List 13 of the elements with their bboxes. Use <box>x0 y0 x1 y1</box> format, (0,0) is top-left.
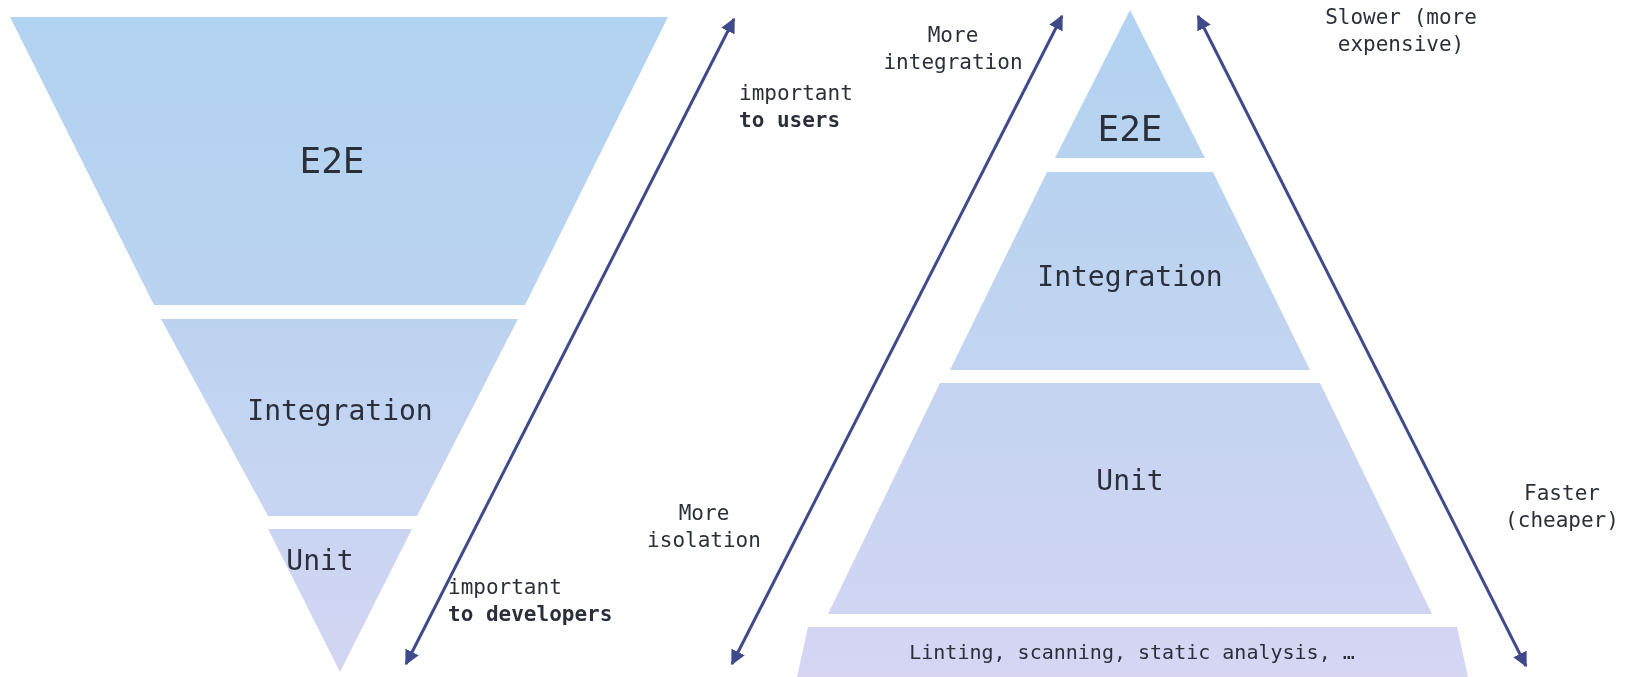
annotation-text: More integration <box>882 22 1024 76</box>
layer-label: Unit <box>286 543 354 577</box>
layer-label: Integration <box>247 393 433 427</box>
annotation-text: important to developers <box>448 574 613 628</box>
layer-label: E2E <box>1097 107 1163 149</box>
layer-label: Linting, scanning, static analysis, … <box>909 640 1355 664</box>
layer-label: Unit <box>1096 463 1164 497</box>
layer-label: Integration <box>1037 259 1223 293</box>
annotation-text: Slower (more expensive) <box>1324 4 1478 58</box>
annotation-text: important to users <box>739 80 853 134</box>
layer-label: E2E <box>299 139 365 181</box>
annotation-text: More isolation <box>646 500 762 554</box>
annotation-text: Faster (cheaper) <box>1505 480 1619 534</box>
